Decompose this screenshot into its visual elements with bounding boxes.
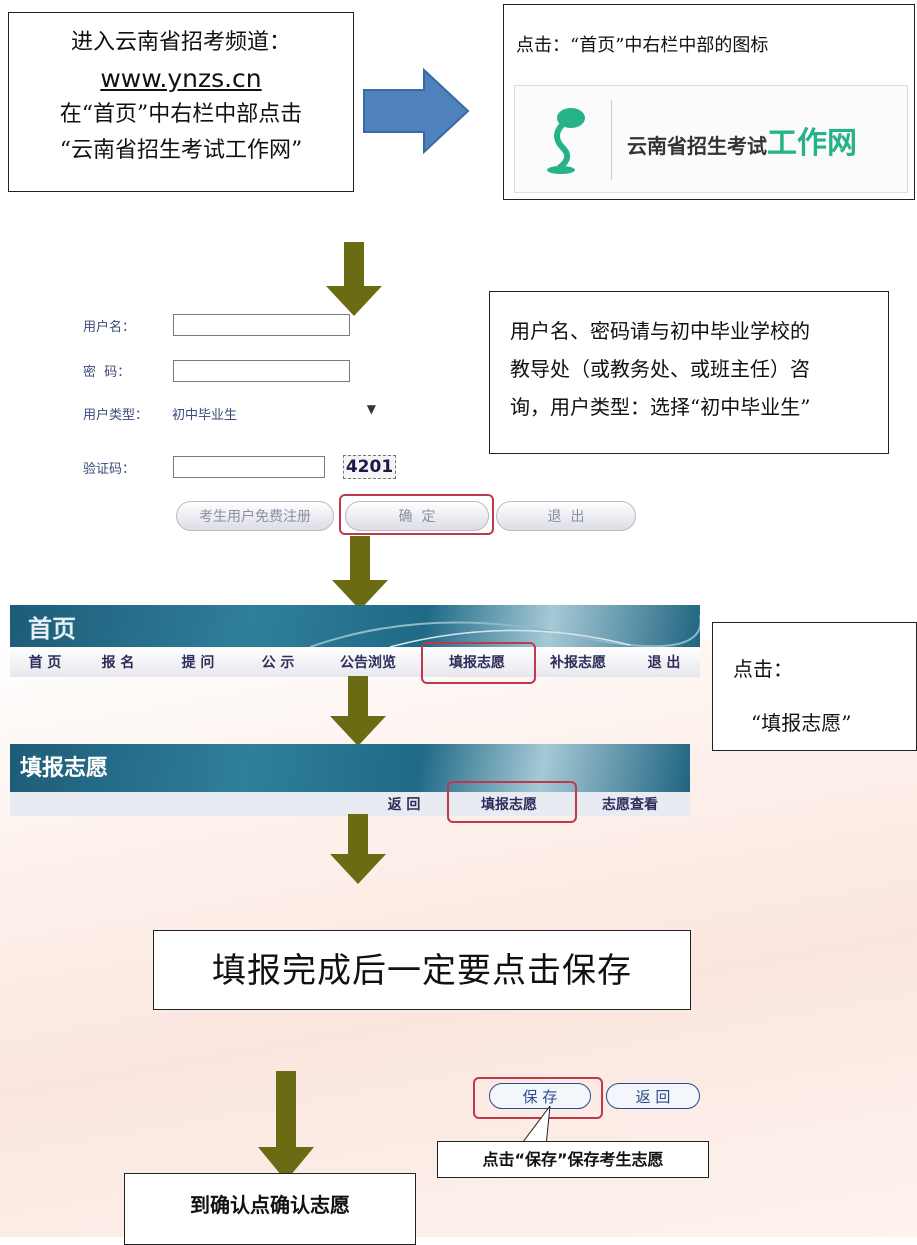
nav-item-home[interactable]: 首 页: [28, 655, 62, 671]
fill-nav-back[interactable]: 返 回: [387, 797, 421, 813]
step2-box: 点击：“首页”中右栏中部的图标 云南省招生考试工作网: [503, 4, 915, 200]
nav-item-supplement[interactable]: 补报志愿: [550, 655, 606, 671]
nav-note-box: 点击： “填报志愿”: [712, 622, 917, 751]
down-arrow-icon: [330, 814, 386, 884]
fill-choices-highlight: [421, 642, 536, 684]
usertype-select[interactable]: 初中毕业生 ▼: [166, 400, 382, 424]
confirm-text: 到确认点确认志愿: [190, 1193, 350, 1217]
confirm-button[interactable]: 确 定: [345, 501, 489, 531]
step2-instruction: 点击：“首页”中右栏中部的图标: [516, 35, 769, 56]
nav-note-line2: “填报志愿”: [751, 711, 852, 735]
desk-lamp-icon: [547, 108, 585, 174]
fill-banner: 填报志愿: [10, 744, 690, 792]
register-button[interactable]: 考生用户免费注册: [176, 501, 334, 531]
back-button[interactable]: 返 回: [606, 1083, 700, 1109]
down-arrow-icon: [330, 676, 386, 746]
username-input[interactable]: [173, 314, 350, 336]
confirm-box: 到确认点确认志愿: [124, 1173, 416, 1245]
logo-text-main: 云南省招生考试: [627, 134, 767, 158]
fill-banner-title: 填报志愿: [20, 755, 109, 781]
step1-url[interactable]: www.ynzs.cn: [100, 64, 262, 93]
nav-item-fill-choices[interactable]: 填报志愿: [449, 655, 505, 671]
exit-button[interactable]: 退 出: [496, 501, 636, 531]
captcha-input[interactable]: [173, 456, 325, 478]
down-arrow-icon: [326, 242, 382, 316]
step1-box: 进入云南省招考频道： www.ynzs.cn 在“首页”中右栏中部点击 “云南省…: [8, 12, 354, 192]
site-logo[interactable]: 云南省招生考试工作网: [514, 85, 908, 193]
banner-decoration: [309, 615, 700, 647]
home-banner-title: 首页: [28, 614, 76, 643]
login-note-line2: 教导处（或教务处、或班主任）咨: [510, 357, 810, 381]
password-label: 密 码：: [83, 365, 131, 380]
step1-line4: “云南省招生考试工作网”: [59, 138, 303, 163]
save-reminder-box: 填报完成后一定要点击保存: [153, 930, 691, 1010]
step1-line3: 在“首页”中右栏中部点击: [59, 102, 303, 127]
dropdown-arrow-icon: ▼: [366, 402, 376, 416]
login-note-line3: 询，用户类型：选择“初中毕业生”: [510, 395, 811, 419]
nav-item-notice[interactable]: 公 示: [261, 655, 295, 671]
username-label: 用户名：: [83, 320, 136, 335]
nav-item-announcements[interactable]: 公告浏览: [340, 655, 396, 671]
nav-item-register[interactable]: 报 名: [101, 655, 135, 671]
nav-note-line1: 点击：: [733, 657, 793, 681]
nav-item-exit[interactable]: 退 出: [647, 655, 681, 671]
logo-text: 云南省招生考试工作网: [627, 118, 857, 162]
save-reminder-text: 填报完成后一定要点击保存: [212, 951, 632, 991]
confirm-highlight: [339, 494, 494, 535]
step1-line1: 进入云南省招考频道：: [70, 30, 291, 55]
fill-nav-view[interactable]: 志愿查看: [602, 797, 658, 813]
save-highlight: [473, 1077, 603, 1119]
down-arrow-icon: [258, 1071, 314, 1181]
fill-nav-fill[interactable]: 填报志愿: [481, 797, 537, 813]
logo-divider: [611, 100, 612, 180]
save-button[interactable]: 保 存: [489, 1083, 591, 1109]
fill-nav: 返 回 填报志愿 志愿查看: [10, 792, 690, 816]
callout-pointer: [519, 1106, 551, 1146]
captcha-image: 4201: [343, 455, 396, 479]
logo-text-highlight: 工作网: [767, 126, 857, 161]
usertype-label: 用户类型：: [83, 408, 149, 423]
home-banner: 首页: [10, 605, 700, 647]
save-callout-box: 点击“保存”保存考生志愿: [437, 1141, 709, 1178]
nav-item-ask[interactable]: 提 问: [181, 655, 215, 671]
password-input[interactable]: [173, 360, 350, 382]
right-arrow-icon: [363, 68, 470, 154]
usertype-value: 初中毕业生: [172, 408, 238, 423]
save-callout-text: 点击“保存”保存考生志愿: [482, 1150, 664, 1169]
down-arrow-icon: [332, 536, 388, 610]
home-nav: 首 页 报 名 提 问 公 示 公告浏览 填报志愿 补报志愿 退 出: [10, 647, 700, 677]
fill-nav-highlight: [447, 781, 577, 823]
login-note-box: 用户名、密码请与初中毕业学校的 教导处（或教务处、或班主任）咨 询，用户类型：选…: [489, 291, 889, 454]
login-note-line1: 用户名、密码请与初中毕业学校的: [510, 319, 810, 343]
captcha-label: 验证码：: [83, 462, 136, 477]
